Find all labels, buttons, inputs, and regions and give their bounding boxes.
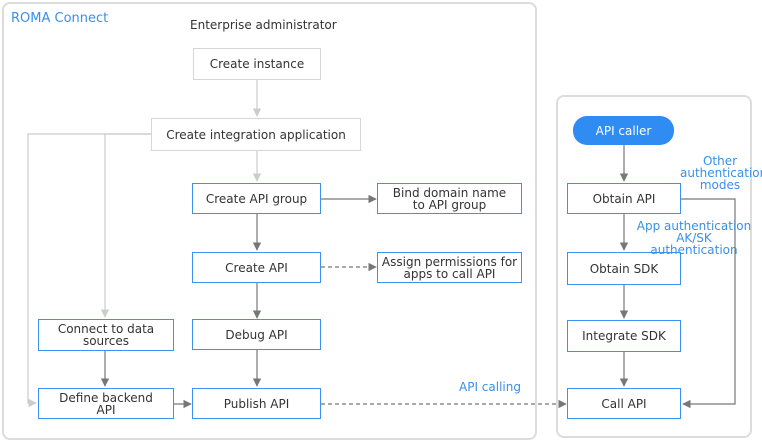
create-api-group-box[interactable]: Create API group — [192, 183, 321, 214]
create-api-label: Create API — [225, 260, 288, 275]
integrate-sdk-box[interactable]: Integrate SDK — [567, 320, 681, 352]
connect-data-sources-line-1: Connect to data — [57, 322, 155, 336]
app-auth-line-1: App authentication — [636, 219, 752, 233]
api-calling-annotation: API calling — [459, 380, 521, 394]
connect-data-sources-box[interactable]: Connect to data sources — [38, 319, 174, 351]
obtain-sdk-label: Obtain SDK — [589, 261, 659, 276]
create-integration-app-label: Create integration application — [166, 127, 346, 142]
api-caller-label: API caller — [595, 123, 652, 138]
other-auth-line-1: Other — [702, 154, 738, 168]
bind-domain-line-2: to API group — [412, 197, 487, 212]
arrow-integration-to-data-sources — [100, 133, 151, 318]
call-api-box[interactable]: Call API — [567, 388, 681, 419]
app-auth-line-2: AK/SK authentication — [650, 231, 738, 257]
api-caller-pill[interactable]: API caller — [573, 116, 674, 145]
debug-api-box[interactable]: Debug API — [192, 319, 321, 350]
assign-permissions-line-2: apps to call API — [403, 266, 496, 281]
other-auth-line-3: modes — [699, 178, 741, 192]
define-backend-api-line-1: Define backend — [59, 390, 153, 405]
define-backend-api-box[interactable]: Define backend API — [38, 388, 174, 419]
arrow-integration-to-backend — [27, 133, 151, 408]
publish-api-box[interactable]: Publish API — [192, 388, 321, 419]
publish-api-label: Publish API — [223, 396, 290, 411]
create-api-group-label: Create API group — [205, 191, 308, 206]
arrow-obtain-api-to-call-api — [681, 198, 736, 409]
enterprise-role-label: Enterprise administrator — [190, 18, 337, 32]
obtain-sdk-box[interactable]: Obtain SDK — [567, 252, 681, 285]
other-auth-modes-annotation: Other authentication modes — [680, 154, 762, 192]
create-integration-app-box[interactable]: Create integration application — [151, 118, 361, 151]
create-api-box[interactable]: Create API — [192, 252, 321, 283]
define-backend-api-line-2: API — [96, 402, 116, 417]
assign-permissions-line-1: Assign permissions for — [381, 254, 518, 269]
create-instance-label: Create instance — [209, 57, 305, 71]
other-auth-line-2: authentication — [680, 166, 762, 180]
call-api-label: Call API — [601, 396, 647, 411]
obtain-api-label: Obtain API — [592, 191, 656, 206]
connect-data-sources-line-2: sources — [82, 334, 130, 348]
integrate-sdk-label: Integrate SDK — [582, 329, 666, 343]
create-instance-box[interactable]: Create instance — [193, 48, 321, 80]
bind-domain-line-1: Bind domain name — [392, 185, 507, 200]
obtain-api-box[interactable]: Obtain API — [567, 183, 681, 214]
debug-api-label: Debug API — [225, 327, 288, 342]
app-auth-annotation: App authentication AK/SK authentication — [631, 220, 757, 256]
roma-connect-title: ROMA Connect — [11, 11, 109, 26]
bind-domain-box[interactable]: Bind domain name to API group — [377, 183, 522, 214]
assign-permissions-box[interactable]: Assign permissions for apps to call API — [377, 252, 522, 283]
